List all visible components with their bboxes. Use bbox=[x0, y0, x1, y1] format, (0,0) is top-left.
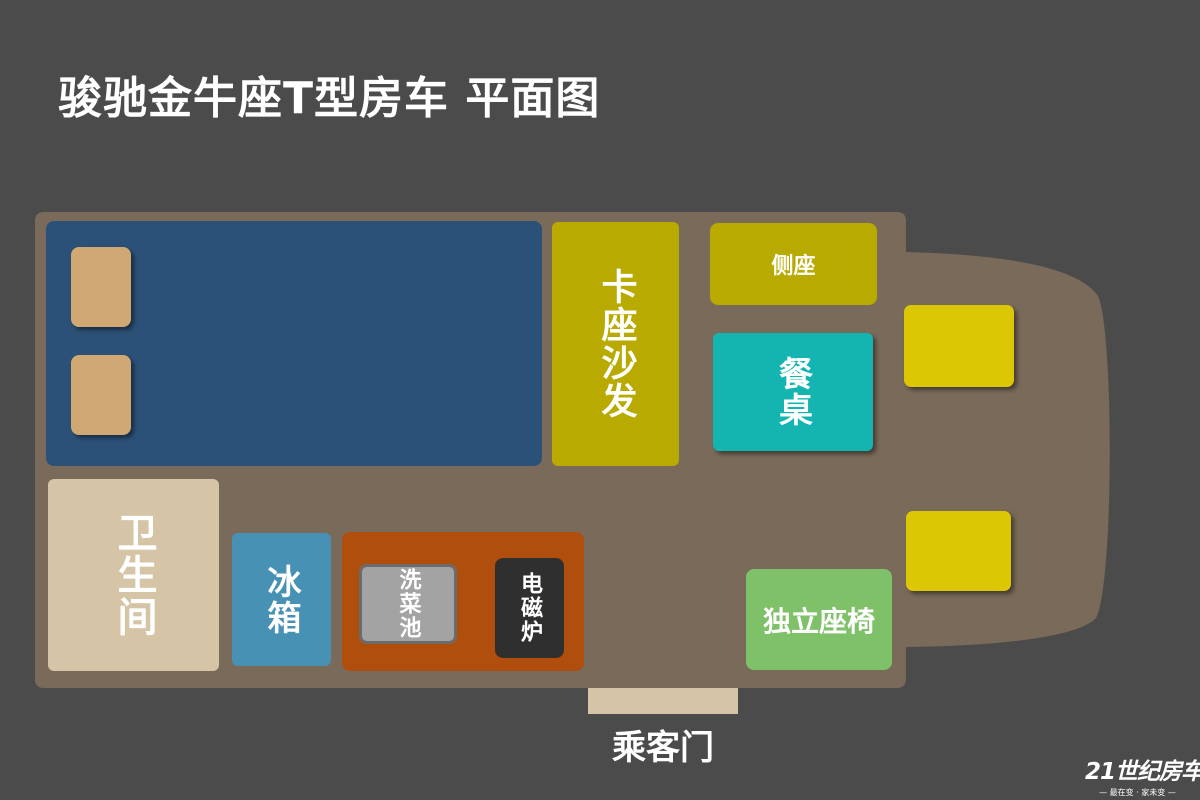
side-seat: 侧座 bbox=[710, 223, 877, 305]
cab-seat-driver bbox=[906, 511, 1011, 591]
bathroom: 卫生间 bbox=[48, 479, 219, 671]
logo-text: 21世纪房车 bbox=[1085, 759, 1200, 785]
passenger-door bbox=[588, 688, 738, 714]
fridge: 冰箱 bbox=[232, 533, 331, 666]
pillow-left bbox=[71, 247, 131, 327]
bench-sofa: 卡座沙发 bbox=[552, 222, 679, 466]
sink: 洗菜池 bbox=[359, 564, 457, 644]
bathroom-label: 卫生间 bbox=[110, 512, 157, 638]
cab-seat-passenger bbox=[904, 305, 1014, 387]
brand-logo: 21世纪房车 — 最在变 · 家未变 — bbox=[1085, 752, 1200, 798]
pillow-right bbox=[71, 355, 131, 435]
standalone-chair: 独立座椅 bbox=[746, 569, 892, 670]
induction-cooker: 电磁炉 bbox=[495, 558, 564, 658]
dining-table: 餐桌 bbox=[713, 333, 873, 451]
dining-table-label: 餐桌 bbox=[772, 356, 813, 428]
bench-sofa-label: 卡座沙发 bbox=[595, 268, 637, 420]
fridge-label: 冰箱 bbox=[261, 563, 301, 636]
standalone-chair-label: 独立座椅 bbox=[762, 604, 875, 638]
logo-tagline: — 最在变 · 家未变 — bbox=[1099, 788, 1176, 797]
sink-label: 洗菜池 bbox=[395, 568, 421, 640]
page-title: 骏驰金牛座T型房车 平面图 bbox=[58, 73, 601, 124]
passenger-door-label: 乘客门 bbox=[612, 728, 714, 768]
induction-cooker-label: 电磁炉 bbox=[517, 572, 543, 644]
side-seat-label: 侧座 bbox=[771, 254, 816, 279]
